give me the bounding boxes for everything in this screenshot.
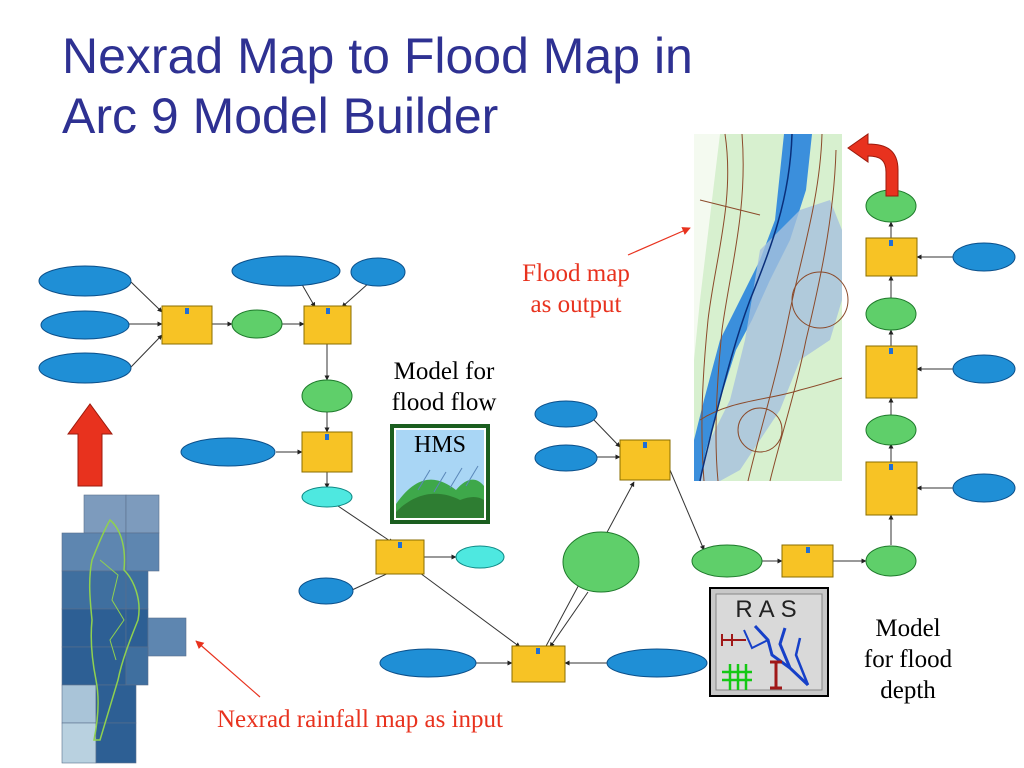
ras-icon: RAS	[709, 587, 829, 697]
hms-icon	[390, 424, 490, 524]
output-node	[301, 379, 353, 413]
ras-logo-text: RAS	[735, 596, 802, 623]
model-depth-caption-line-2: for flood	[863, 646, 953, 673]
data-node	[379, 648, 477, 678]
data-node	[40, 310, 130, 340]
page-title: Nexrad Map to Flood Map in Arc 9 Model B…	[62, 26, 693, 146]
flood-map-caption: Flood map as output	[496, 258, 656, 320]
model-depth-caption: Model for flood depth	[838, 613, 978, 706]
cyan-node	[301, 486, 353, 508]
output-nodes	[231, 189, 917, 593]
model-depth-caption-line-1: Model	[875, 615, 941, 642]
output-node	[691, 544, 763, 578]
curved-arrow-icon	[847, 133, 899, 197]
data-node	[952, 354, 1016, 384]
model-flow-caption-line-1: Model for	[393, 358, 495, 385]
output-node	[231, 309, 283, 339]
model-flow-caption: Model for flood flow	[366, 356, 522, 418]
output-node	[865, 414, 917, 446]
cyan-nodes	[301, 486, 505, 569]
data-node	[534, 400, 598, 428]
data-node	[952, 473, 1016, 503]
data-node	[606, 648, 708, 678]
nexrad-grid-map	[61, 494, 187, 764]
nexrad-pointer	[195, 640, 261, 698]
flood-map-caption-line-2: as output	[530, 291, 622, 318]
tool-node	[865, 461, 918, 516]
data-node	[298, 577, 354, 605]
tool-boxes	[161, 237, 918, 683]
model-flow-caption-line-2: flood flow	[391, 389, 497, 416]
data-node	[350, 257, 406, 287]
data-node	[231, 255, 341, 287]
output-node	[865, 545, 917, 577]
data-node	[952, 242, 1016, 272]
watershed-outline	[88, 518, 140, 741]
tool-icons	[185, 240, 893, 654]
data-node	[534, 444, 598, 472]
hms-label: HMS	[413, 432, 467, 458]
output-node	[865, 297, 917, 331]
flood-map-pointer	[627, 227, 691, 256]
data-node	[180, 437, 276, 467]
data-node	[38, 352, 132, 384]
nexrad-caption: Nexrad rainfall map as input	[216, 706, 503, 733]
up-arrow-icon	[67, 403, 113, 487]
flood-map-image	[694, 133, 849, 482]
model-depth-caption-line-3: depth	[880, 677, 936, 704]
title-line-2: Arc 9 Model Builder	[62, 88, 499, 144]
output-node	[562, 531, 640, 593]
data-node	[38, 265, 132, 297]
flood-map-caption-line-1: Flood map	[522, 260, 630, 287]
cyan-node	[455, 545, 505, 569]
data-inputs	[38, 242, 1016, 678]
tool-node	[865, 345, 918, 399]
title-line-1: Nexrad Map to Flood Map in	[62, 28, 693, 84]
